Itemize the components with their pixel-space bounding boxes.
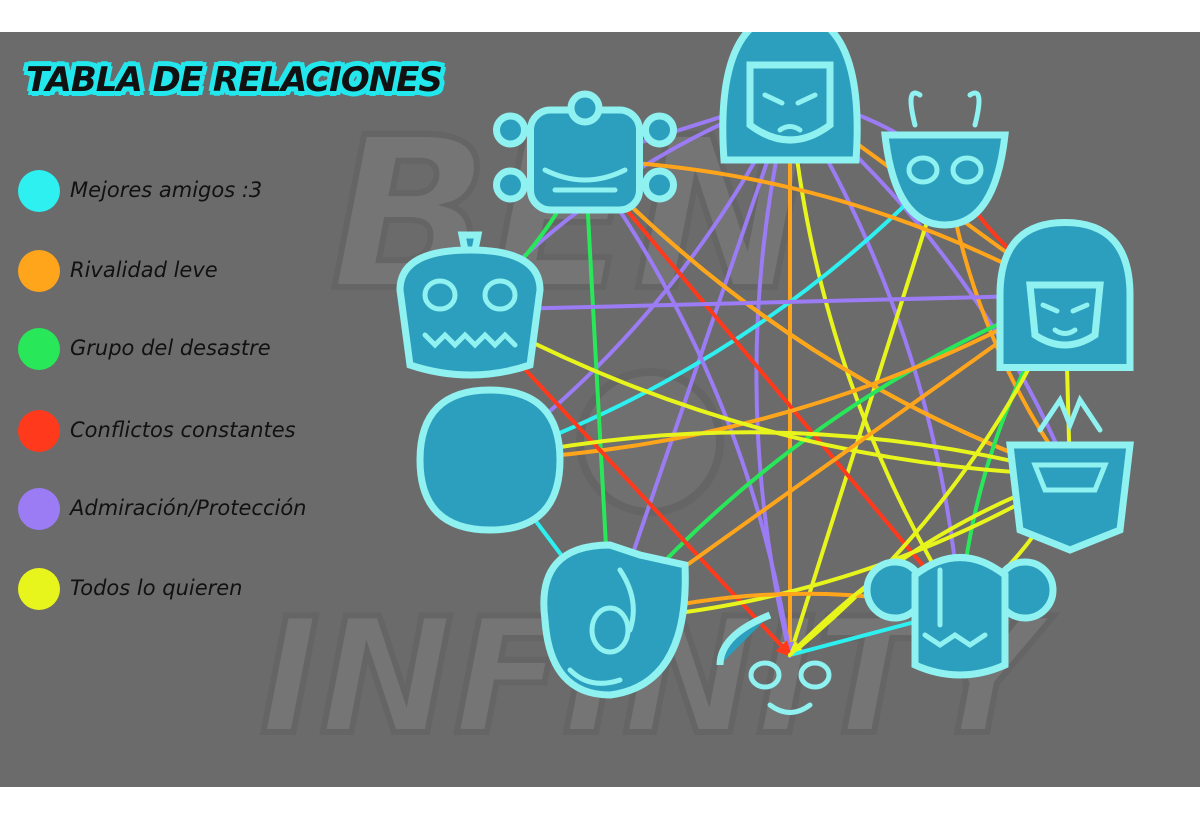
dome-lock-face-icon	[416, 386, 564, 534]
page-title: TABLA DE RELACIONES	[26, 60, 443, 100]
title-banner: TABLA DE RELACIONES	[12, 54, 456, 106]
legend-label: Admiración/Protección	[70, 496, 307, 520]
finned-creature-face-icon	[540, 541, 689, 699]
legend-color-dot	[18, 328, 60, 370]
helmet-robot-face-icon	[493, 90, 677, 214]
relation-line	[583, 158, 963, 613]
pigtails-face-icon	[863, 554, 1057, 679]
flame-skull-face-icon	[716, 611, 832, 715]
character-nodes	[396, 32, 1134, 715]
legend-item: Todos lo quieren	[14, 564, 374, 614]
legend-label: Grupo del desastre	[70, 336, 271, 360]
legend-color-dot	[18, 410, 60, 452]
legend-item: Mejores amigos :3	[14, 166, 374, 216]
horned-fanged-face-icon	[396, 231, 544, 379]
relation-line	[583, 158, 796, 659]
legend-label: Todos lo quieren	[70, 576, 243, 600]
antenna-horns-face-icon	[881, 90, 1009, 229]
spiked-mask-face-icon	[1006, 394, 1134, 554]
relation-line	[488, 430, 1074, 480]
relation-line	[486, 293, 1067, 468]
relation-line	[468, 308, 1074, 483]
legend-color-dot	[18, 250, 60, 292]
legend-item: Rivalidad leve	[14, 246, 374, 296]
diagram-canvas: BEN INFINITY TABLA DE RELACIONES Mejores…	[0, 32, 1200, 787]
legend-item: Grupo del desastre	[14, 324, 374, 374]
legend-label: Rivalidad leve	[70, 258, 218, 282]
long-hair-face-icon	[719, 32, 861, 164]
legend-label: Mejores amigos :3	[70, 178, 263, 202]
relations-diagram: BEN INFINITY	[257, 32, 1134, 773]
relation-line	[788, 93, 962, 613]
relation-line	[466, 293, 1067, 318]
legend-color-dot	[18, 568, 60, 610]
legend-color-dot	[18, 170, 60, 212]
bob-haircut-face-icon	[996, 218, 1134, 371]
legend-color-dot	[18, 488, 60, 530]
legend-item: Admiración/Protección	[14, 484, 374, 534]
legend-label: Conflictos constantes	[70, 418, 296, 442]
legend-item: Conflictos constantes	[14, 406, 374, 456]
